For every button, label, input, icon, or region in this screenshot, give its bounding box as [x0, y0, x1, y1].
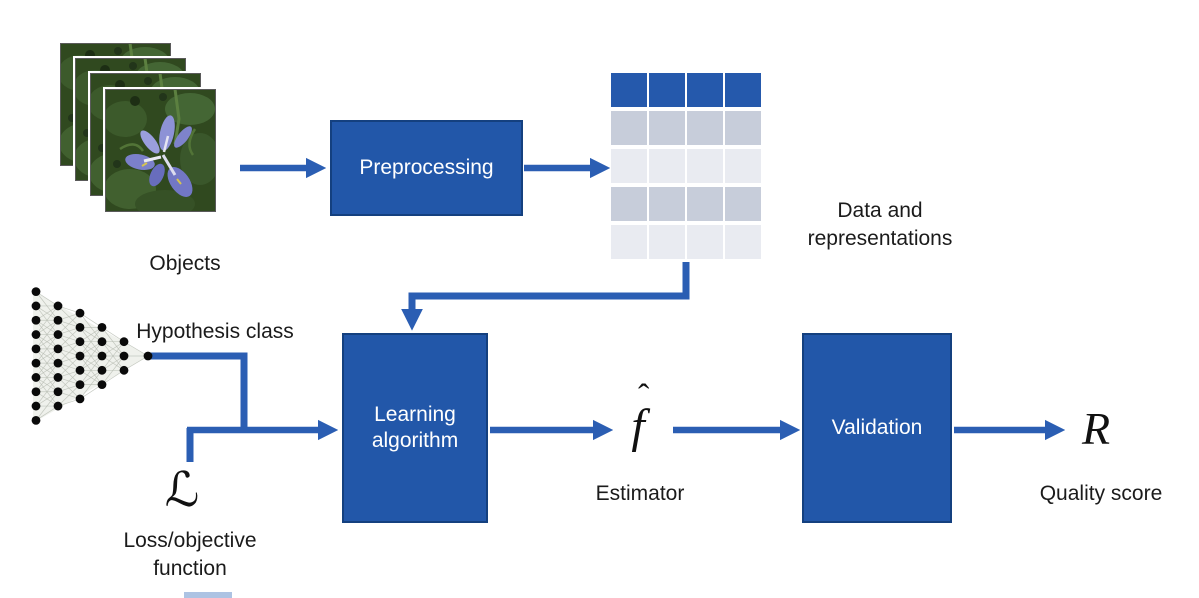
matrix-cell: [687, 225, 723, 259]
objects-label: Objects: [149, 252, 221, 275]
matrix-cell: [611, 187, 647, 221]
estimator-label: Estimator: [595, 482, 685, 505]
hypothesis-network-icon: [31, 287, 153, 425]
matrix-cell: [611, 149, 647, 183]
loss-function-label: Loss/objective function: [90, 527, 290, 582]
matrix-row: [611, 149, 761, 183]
matrix-row: [611, 111, 761, 145]
matrix-cell: [611, 111, 647, 145]
matrix-cell: [725, 149, 761, 183]
flower-stack: [58, 41, 223, 216]
preprocessing-label: Preprocessing: [359, 155, 494, 179]
matrix-cell: [649, 149, 685, 183]
data-matrix: [611, 73, 761, 259]
arrow-data-to-learning: [401, 262, 690, 331]
matrix-cell: [649, 187, 685, 221]
hypothesis-class-label: Hypothesis class: [136, 320, 294, 343]
matrix-cell: [649, 225, 685, 259]
preprocessing-box: Preprocessing: [330, 120, 523, 216]
learning-label-line2: algorithm: [371, 429, 459, 452]
estimator-hat: ˆ: [638, 378, 650, 415]
validation-box: Validation: [802, 333, 952, 523]
validation-label: Validation: [831, 415, 923, 439]
iris-photo: [103, 87, 218, 214]
matrix-cell: [687, 187, 723, 221]
cropped-bottom-element: [184, 592, 232, 598]
matrix-header-cell: [725, 73, 761, 107]
matrix-cell: [725, 187, 761, 221]
matrix-row: [611, 225, 761, 259]
matrix-cell: [725, 225, 761, 259]
learning-algorithm-box: Learning algorithm: [342, 333, 488, 523]
matrix-cell: [649, 111, 685, 145]
loss-symbol: ℒ: [164, 462, 200, 518]
data-representations-label: Data and representations: [770, 197, 990, 252]
loss-label-line2: function: [153, 556, 227, 580]
loss-label-line1: Loss/objective: [123, 529, 257, 552]
matrix-cell: [687, 149, 723, 183]
matrix-header-row: [611, 73, 761, 107]
quality-symbol: R: [1081, 403, 1111, 454]
data-representations-line2: representations: [807, 226, 953, 250]
estimator-f: f: [631, 400, 645, 453]
matrix-header-cell: [649, 73, 685, 107]
data-representations-line1: Data and: [837, 199, 923, 222]
matrix-header-cell: [611, 73, 647, 107]
matrix-cell: [687, 111, 723, 145]
matrix-header-cell: [687, 73, 723, 107]
matrix-cell: [725, 111, 761, 145]
learning-label-line1: Learning: [374, 402, 456, 426]
quality-score-label: Quality score: [1039, 482, 1163, 505]
connector-hypothesis-to-learning: [148, 352, 248, 433]
matrix-row: [611, 187, 761, 221]
matrix-cell: [611, 225, 647, 259]
